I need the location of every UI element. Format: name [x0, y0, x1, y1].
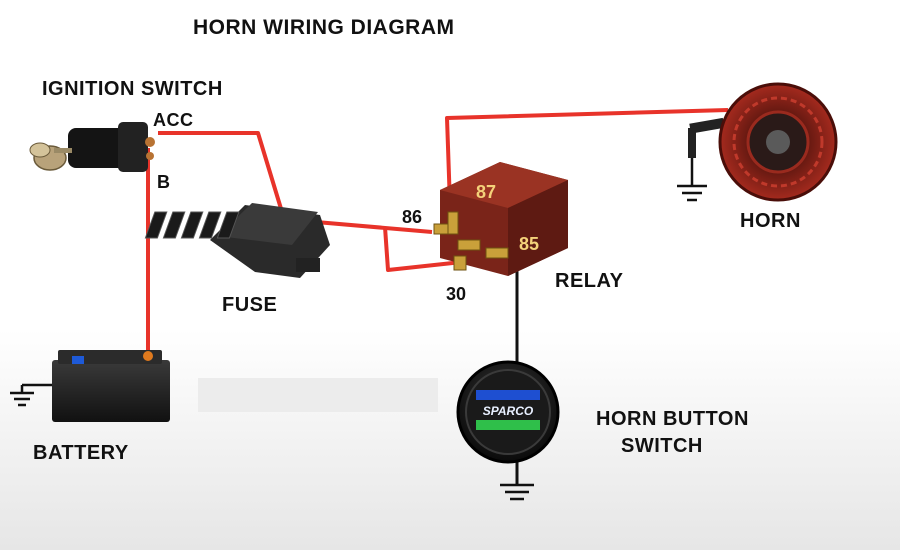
horn-image [688, 82, 838, 202]
background-smudge [198, 378, 438, 412]
horn-button-image: SPARCO [456, 360, 560, 464]
battery-image [52, 350, 170, 422]
battery-label: BATTERY [33, 442, 129, 464]
ignition-switch-label: IGNITION SWITCH [42, 78, 223, 100]
relay-pin-30-terminal [453, 255, 467, 271]
terminal-acc-label: ACC [153, 110, 194, 130]
wire-acc-to-fuse [158, 131, 284, 213]
wire-relay-87-to-horn [445, 108, 729, 206]
horn-button-ground-symbol [500, 483, 534, 501]
relay-pin-86-label: 86 [402, 207, 423, 227]
horn-button-label-line1: HORN BUTTON [596, 408, 749, 430]
ignition-switch-image [29, 122, 155, 172]
wire-fuse-to-relay-86 [315, 220, 433, 234]
horn-ground-symbol [677, 158, 707, 202]
horn-button-label-line2: SWITCH [621, 435, 703, 457]
relay-pin-85-label: 85 [519, 234, 540, 254]
relay-pin-85-terminal [485, 247, 509, 259]
relay-pin-30-label: 30 [446, 284, 467, 304]
horn-label: HORN [740, 210, 801, 232]
terminal-b-label: B [157, 172, 171, 192]
relay-label: RELAY [555, 270, 624, 292]
horn-button-logo: SPARCO [483, 404, 534, 418]
wire-fuse-to-relay-30 [383, 226, 463, 272]
relay-image [433, 162, 568, 276]
diagram-title: HORN WIRING DIAGRAM [193, 16, 455, 39]
fuse-label: FUSE [222, 294, 278, 316]
battery-ground-symbol [10, 383, 52, 407]
fuse-box-image [144, 203, 330, 278]
relay-pin-87-label: 87 [476, 182, 497, 202]
